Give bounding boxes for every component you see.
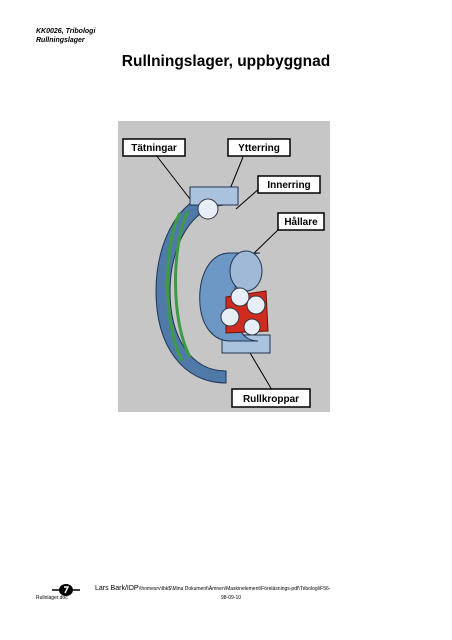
label-seals: Tätningar bbox=[131, 143, 177, 154]
header-course: KK0026, Tribologi bbox=[36, 28, 96, 35]
page-footer: Lars Bark/IDP\\homesrv\lbk$\Mina Dokumen… bbox=[0, 584, 452, 625]
label-inner-ring: Innerring bbox=[267, 180, 310, 191]
footer-author-line: Lars Bark/IDP\\homesrv\lbk$\Mina Dokumen… bbox=[95, 585, 330, 592]
header-subject: Rullningslager bbox=[36, 37, 85, 44]
seal bbox=[166, 210, 192, 362]
bearing-illustration: Tätningar Ytterring Innerring Hållare Ru… bbox=[118, 121, 330, 412]
label-rolling-elements: Rullkroppar bbox=[243, 394, 299, 405]
label-outer-ring: Ytterring bbox=[238, 143, 280, 154]
footer-date: 98-09-10 bbox=[221, 595, 242, 601]
rolling-elements bbox=[197, 198, 266, 336]
footer-path: \\homesrv\lbk$\Mina Dokument\Ämnen\Maski… bbox=[138, 586, 331, 592]
page-header: KK0026, Tribologi Rullningslager bbox=[36, 27, 95, 45]
university-logo-icon bbox=[52, 584, 80, 596]
label-cage: Hållare bbox=[284, 216, 318, 228]
footer-filename: Rullnlager.doc bbox=[36, 595, 68, 601]
footer-author: Lars Bark/IDP bbox=[95, 585, 139, 592]
page-title: Rullningslager, uppbyggnad bbox=[121, 53, 331, 70]
